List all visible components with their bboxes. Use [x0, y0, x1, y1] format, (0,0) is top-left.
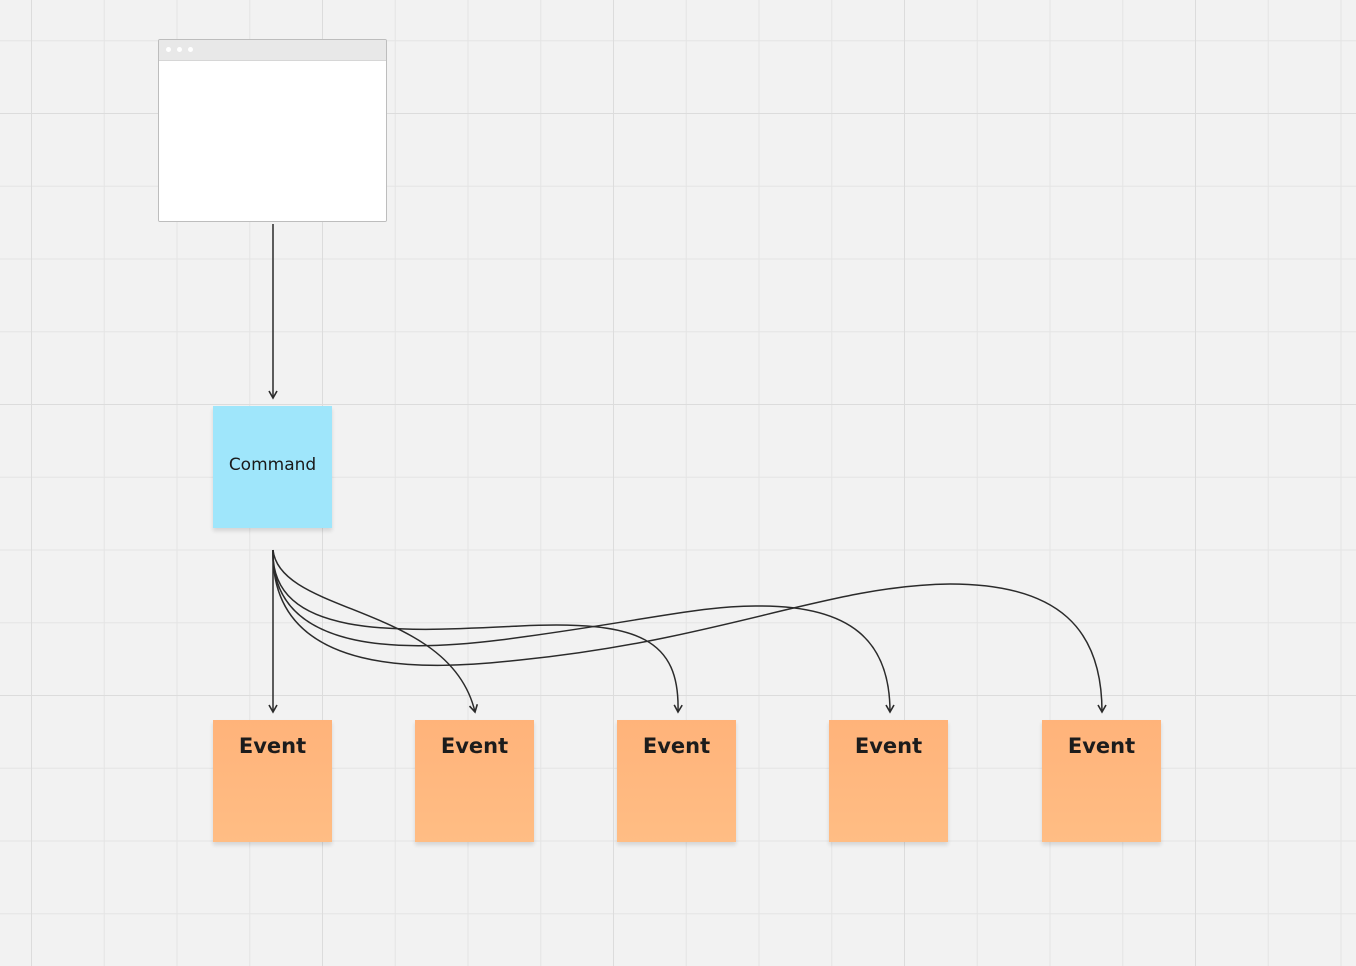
browser-window-frame[interactable]: [158, 39, 387, 222]
connector-command-to-event-4[interactable]: [272, 549, 895, 714]
event-sticky-note-2[interactable]: Event: [415, 720, 534, 842]
connector-command-to-event-3[interactable]: [272, 549, 683, 714]
event-label: Event: [642, 734, 711, 758]
command-label: Command: [228, 455, 317, 475]
command-sticky-note[interactable]: Command: [213, 406, 332, 528]
window-dot-icon: [166, 47, 171, 52]
window-body: [159, 61, 386, 221]
connector-command-to-event-5[interactable]: [272, 549, 1107, 714]
event-sticky-note-1[interactable]: Event: [213, 720, 332, 842]
connector-command-to-event-2[interactable]: [272, 549, 479, 714]
event-sticky-note-5[interactable]: Event: [1042, 720, 1161, 842]
event-sticky-note-3[interactable]: Event: [617, 720, 736, 842]
event-label: Event: [854, 734, 923, 758]
event-label: Event: [238, 734, 307, 758]
event-label: Event: [1067, 734, 1136, 758]
window-dot-icon: [188, 47, 193, 52]
window-titlebar: [159, 40, 386, 61]
window-dot-icon: [177, 47, 182, 52]
event-label: Event: [440, 734, 509, 758]
event-sticky-note-4[interactable]: Event: [829, 720, 948, 842]
